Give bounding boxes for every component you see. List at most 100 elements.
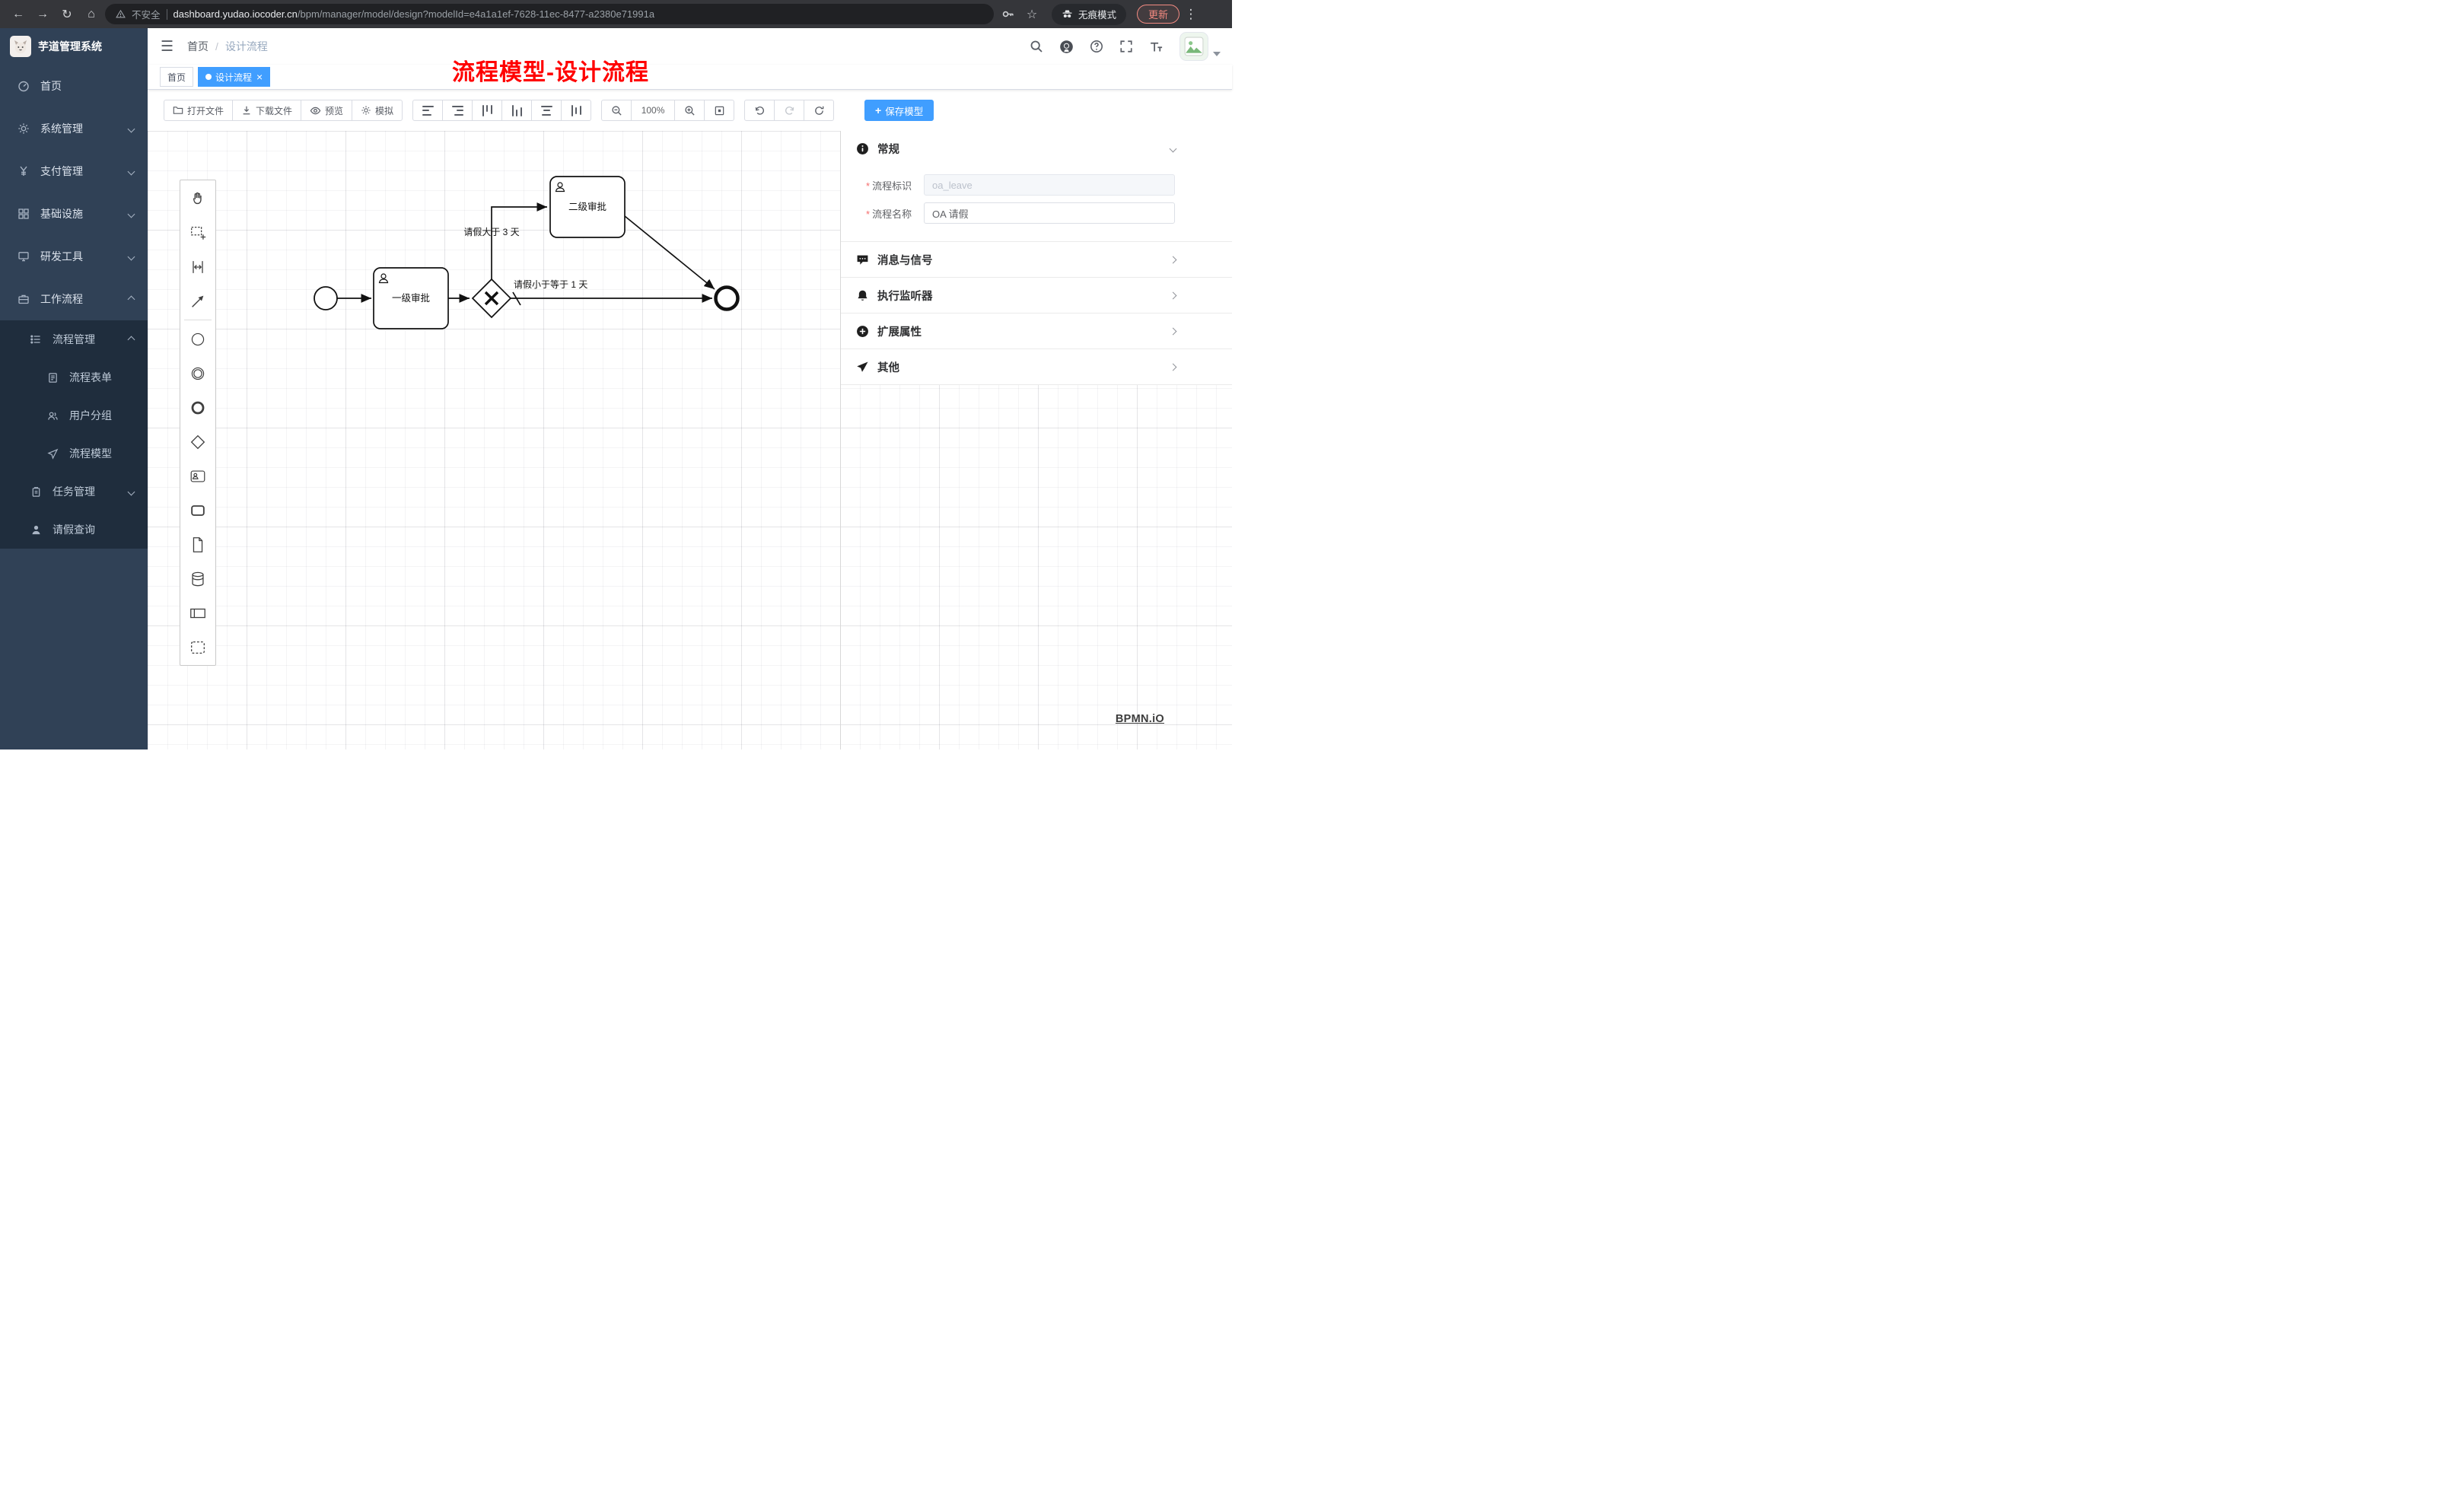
github-icon[interactable] — [1059, 40, 1074, 54]
browser-home-icon[interactable]: ⌂ — [88, 7, 95, 21]
open-file-button[interactable]: 打开文件 — [164, 100, 234, 121]
process-name-input[interactable] — [924, 202, 1175, 224]
preview-button[interactable]: 预览 — [301, 100, 353, 121]
palette-global-connect-tool[interactable] — [180, 284, 215, 318]
clipboard-icon — [29, 486, 43, 498]
flow-label-gt[interactable]: 请假大于 3 天 — [463, 227, 519, 237]
hamburger-icon[interactable]: ☰ — [161, 38, 174, 55]
palette-data-object[interactable] — [180, 527, 215, 562]
panel-section-ext-header[interactable]: 扩展属性 — [841, 313, 1232, 348]
panel-section-other-header[interactable]: 其他 — [841, 349, 1232, 384]
process-name-row: *流程名称 — [866, 202, 1232, 224]
start-event-shape[interactable] — [314, 286, 338, 310]
zoom-in-button[interactable] — [674, 100, 705, 121]
close-icon[interactable]: × — [256, 71, 263, 83]
panel-section-extended-attrs: 扩展属性 — [841, 313, 1232, 349]
search-icon[interactable] — [1030, 40, 1043, 53]
panel-section-general-header[interactable]: 常规 — [841, 131, 1232, 166]
undo-button[interactable] — [744, 100, 775, 121]
tag-home[interactable]: 首页 — [160, 67, 194, 87]
bookmark-star-icon[interactable]: ☆ — [1026, 8, 1038, 21]
palette-space-tool[interactable] — [180, 250, 215, 284]
panel-section-message-header[interactable]: 消息与信号 — [841, 242, 1232, 277]
sidebar-item-user-group[interactable]: 用户分组 — [0, 396, 148, 434]
sidebar-item-home[interactable]: 首页 — [0, 65, 148, 107]
process-key-input[interactable] — [924, 174, 1175, 196]
security-label[interactable]: 不安全 — [132, 10, 161, 21]
user-task-2[interactable]: 二级审批 — [549, 176, 626, 238]
navbar-actions — [1030, 32, 1221, 61]
align-center-horizontal-button[interactable] — [531, 100, 562, 121]
address-bar[interactable]: 不安全 dashboard.yudao.iocoder.cn/bpm/manag… — [105, 4, 994, 24]
palette-intermediate-event[interactable] — [180, 356, 215, 390]
align-center-vertical-button[interactable] — [561, 100, 592, 121]
active-dot — [205, 74, 212, 80]
sidebar-item-payment[interactable]: 支付管理 — [0, 150, 148, 193]
align-left-button[interactable] — [412, 100, 444, 121]
palette-task[interactable] — [180, 493, 215, 527]
flow-label-lte[interactable]: 请假小于等于 1 天 — [514, 279, 587, 290]
zoom-level: 100% — [631, 100, 676, 121]
sidebar-item-process-management[interactable]: 流程管理 — [0, 320, 148, 358]
align-right-button[interactable] — [442, 100, 473, 121]
app-logo[interactable]: 芋道管理系统 — [0, 28, 148, 65]
palette-data-store[interactable] — [180, 562, 215, 596]
zoom-reset-button[interactable] — [704, 100, 735, 121]
sequence-flow-gateway-to-task2[interactable] — [491, 202, 547, 279]
sequence-flow-task2-to-end[interactable] — [624, 215, 715, 290]
sidebar-item-leave-query[interactable]: 请假查询 — [0, 511, 148, 549]
download-file-button[interactable]: 下载文件 — [232, 100, 302, 121]
sidebar-item-system[interactable]: 系统管理 — [0, 107, 148, 150]
history-button-group — [744, 100, 835, 121]
browser-back-icon[interactable]: ← — [12, 7, 24, 21]
align-top-button[interactable] — [472, 100, 503, 121]
redo-button[interactable] — [774, 100, 805, 121]
palette-group[interactable] — [180, 630, 215, 664]
panel-section-other: 其他 — [841, 349, 1232, 385]
sidebar-item-process-model[interactable]: 流程模型 — [0, 434, 148, 473]
panel-section-listener-header[interactable]: 执行监听器 — [841, 278, 1232, 313]
browser-forward-icon[interactable]: → — [37, 7, 49, 21]
palette-lasso-tool[interactable] — [180, 215, 215, 250]
help-icon[interactable] — [1090, 40, 1103, 53]
tag-design-process[interactable]: 设计流程 × — [198, 67, 271, 87]
zoom-out-button[interactable] — [601, 100, 632, 121]
user-task-1[interactable]: 一级审批 — [373, 267, 449, 329]
save-model-button[interactable]: + 保存模型 — [864, 100, 934, 121]
browser-reload-icon[interactable]: ↻ — [62, 8, 72, 21]
font-size-icon[interactable] — [1149, 40, 1164, 54]
browser-update-button[interactable]: 更新 — [1137, 5, 1180, 24]
palette-participant[interactable] — [180, 596, 215, 630]
password-key-icon[interactable] — [997, 4, 1018, 25]
designer-workspace: 打开文件 下载文件 预览 模拟 — [148, 90, 1232, 750]
breadcrumb-home[interactable]: 首页 — [187, 40, 209, 53]
palette-start-event[interactable] — [180, 322, 215, 356]
sidebar-item-devtools[interactable]: 研发工具 — [0, 235, 148, 278]
exclusive-gateway[interactable] — [471, 278, 512, 319]
sidebar-item-process-form[interactable]: 流程表单 — [0, 358, 148, 396]
user-avatar[interactable] — [1179, 32, 1221, 61]
refresh-button[interactable] — [804, 100, 835, 121]
process-key-row: *流程标识 — [866, 174, 1232, 196]
sidebar-item-task-management[interactable]: 任务管理 — [0, 473, 148, 511]
panel-section-title: 执行监听器 — [877, 290, 933, 303]
save-model-label: 保存模型 — [885, 106, 924, 117]
palette-hand-tool[interactable] — [180, 181, 215, 215]
browser-menu-icon[interactable]: ⋮ — [1184, 6, 1198, 21]
align-left-icon — [422, 105, 434, 116]
end-event-shape[interactable] — [714, 285, 740, 311]
align-center-vertical-icon — [571, 104, 581, 116]
chevron-down-icon — [127, 210, 135, 218]
palette-end-event[interactable] — [180, 390, 215, 425]
bpmn-io-watermark[interactable]: BPMN.iO — [1115, 713, 1164, 725]
sidebar-item-workflow[interactable]: 工作流程 — [0, 278, 148, 320]
simulate-button[interactable]: 模拟 — [352, 100, 403, 121]
fullscreen-icon[interactable] — [1119, 40, 1133, 53]
chevron-up-icon — [127, 295, 135, 303]
top-navbar: ☰ 首页 / 设计流程 — [148, 28, 1232, 65]
form-icon — [46, 372, 59, 384]
align-bottom-button[interactable] — [501, 100, 533, 121]
palette-user-task[interactable] — [180, 459, 215, 493]
sidebar-item-infra[interactable]: 基础设施 — [0, 193, 148, 235]
palette-gateway[interactable] — [180, 425, 215, 459]
